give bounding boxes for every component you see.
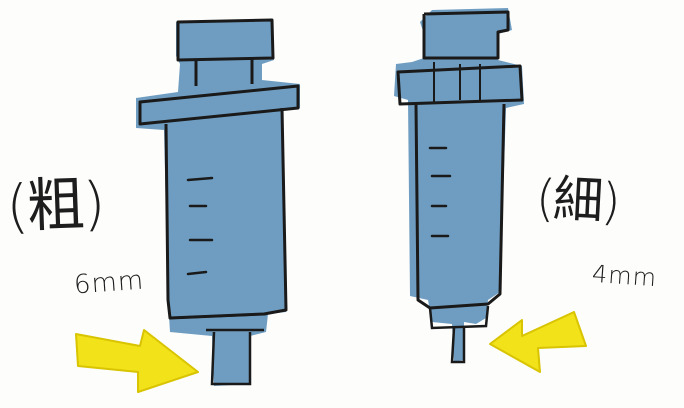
thick-label: (粗)	[5, 169, 105, 241]
thin-label: (細)	[534, 168, 621, 232]
syringe-thin-icon	[394, 8, 524, 364]
thick-size-label: 6mm	[73, 265, 146, 301]
thin-size-label: 4mm	[591, 259, 658, 293]
arrow-left-icon	[489, 311, 587, 373]
syringe-thick-icon	[136, 18, 300, 386]
arrow-right-icon	[75, 329, 199, 393]
